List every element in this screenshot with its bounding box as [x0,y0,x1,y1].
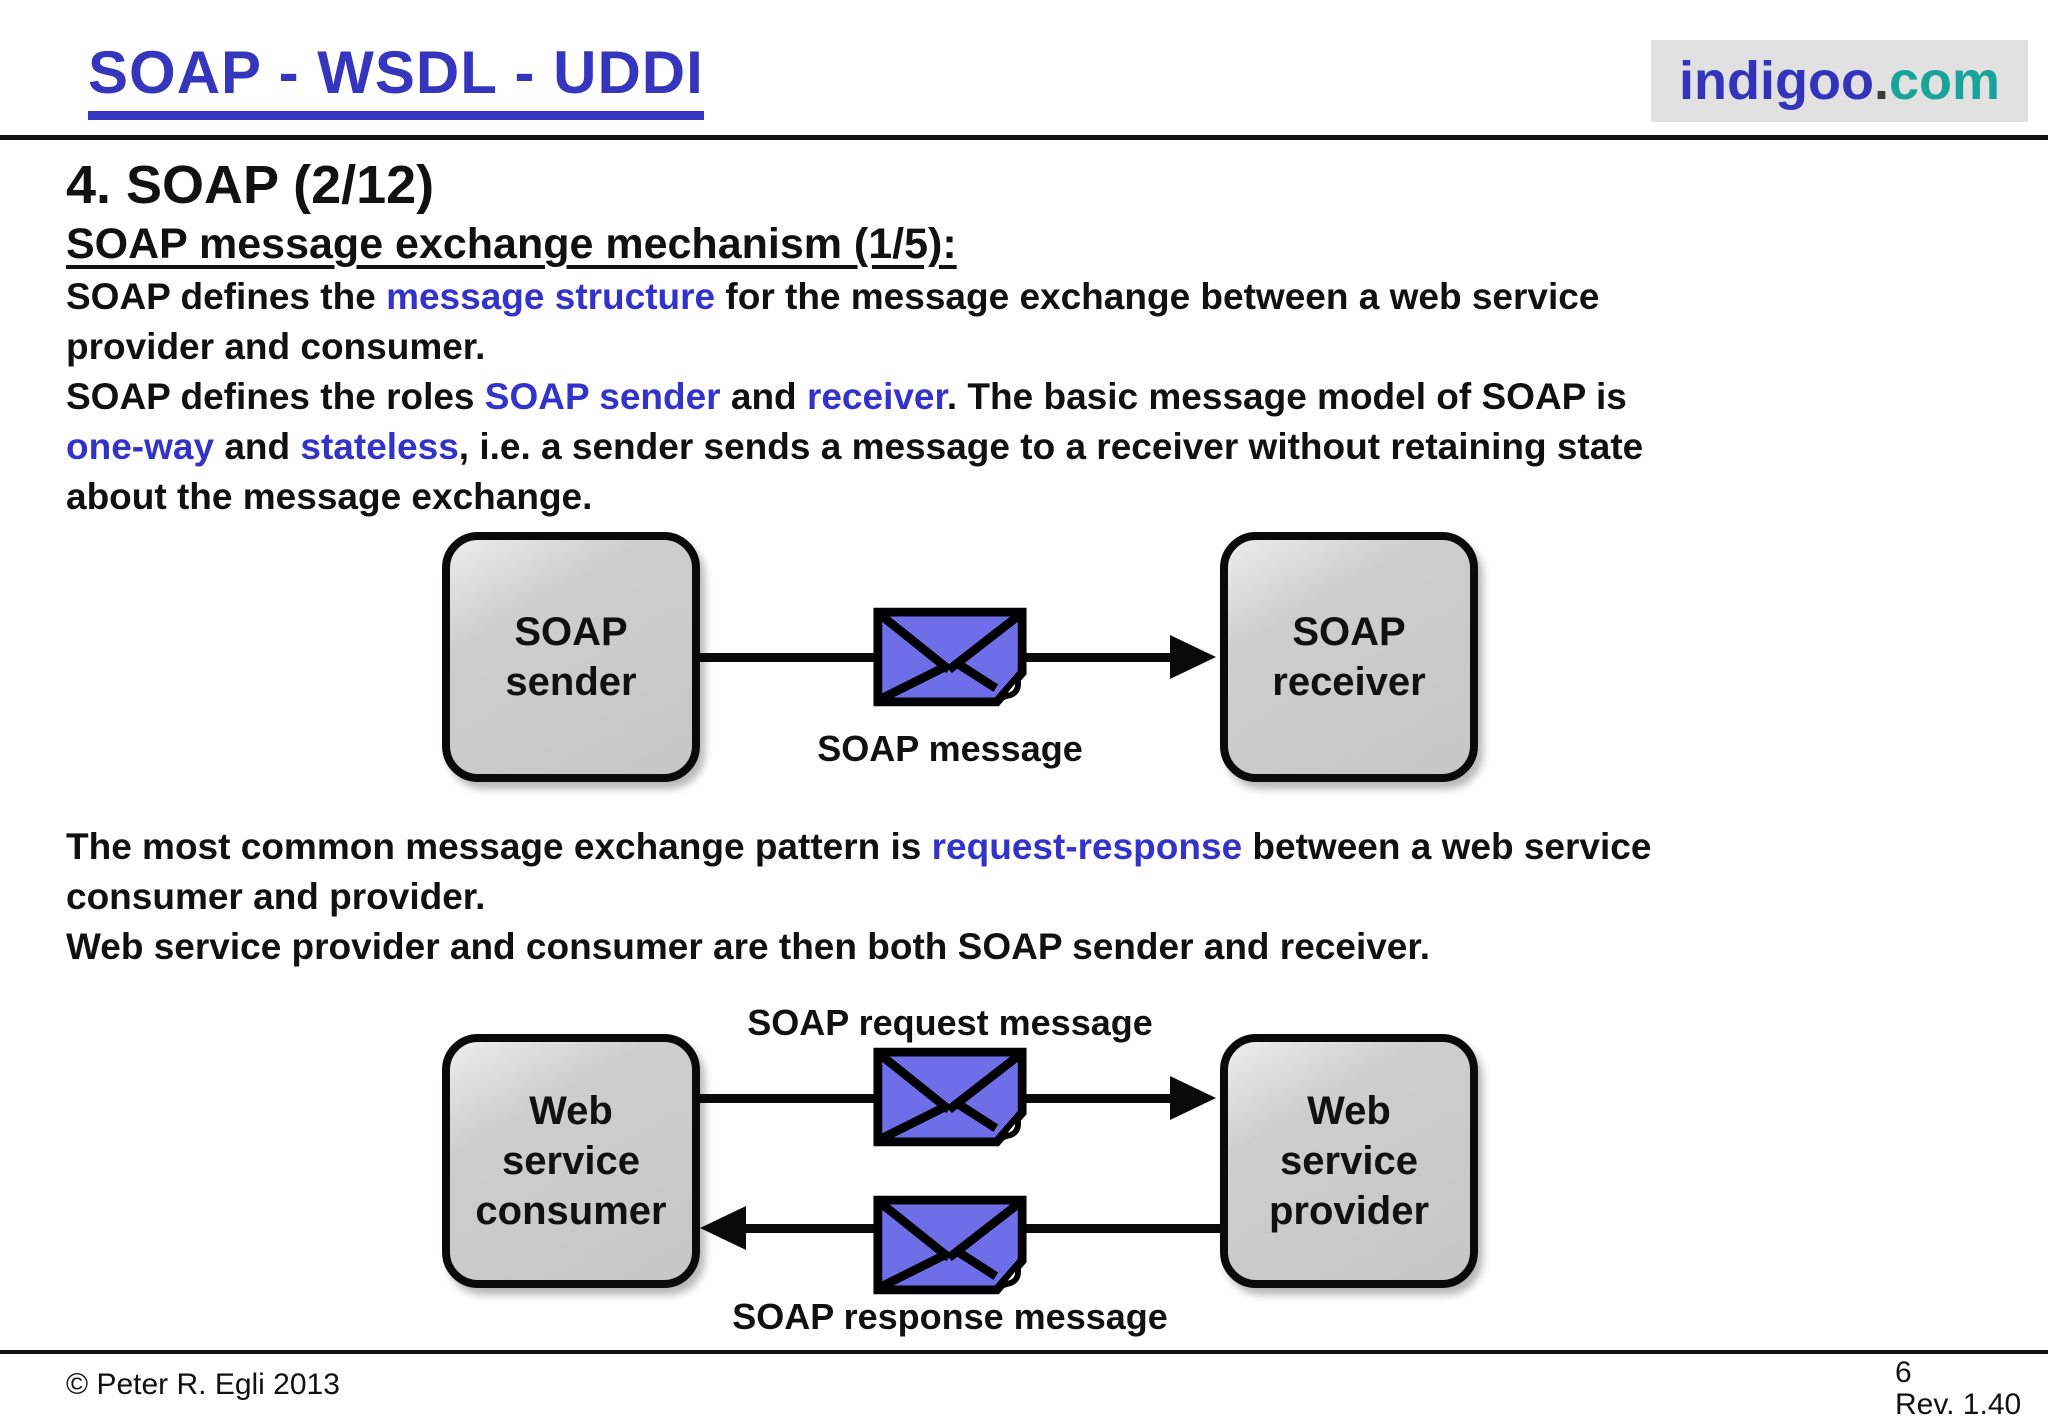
soap-receiver-label-line2: receiver [1272,660,1426,704]
provider-label-line2: service [1280,1139,1418,1183]
envelope-icon [872,606,1028,708]
soap-request-label: SOAP request message [747,1002,1153,1043]
soap-sender-box: SOAP sender [442,532,700,782]
soap-receiver-box: SOAP receiver [1220,532,1478,782]
consumer-label-line2: service [502,1139,640,1183]
slide-title-link[interactable]: SOAP - WSDL - UDDI [88,38,704,120]
response-arrow-head [700,1206,746,1250]
response-envelope-icon [872,1194,1028,1296]
provider-label-line3: provider [1268,1189,1430,1233]
logo-name: indigoo [1679,51,1874,111]
section-heading: 4. SOAP (2/12) [66,155,435,215]
request-arrow-head [1170,1076,1216,1120]
web-service-consumer-box: Web service consumer [442,1034,700,1288]
soap-sender-label-line2: sender [505,660,637,704]
message-arrow-head [1170,635,1216,679]
consumer-label-line1: Web [529,1089,613,1133]
header-divider [0,135,2048,140]
soap-sender-label-line1: SOAP [514,610,628,654]
logo-dot: . [1873,51,1889,111]
footer-revision: Rev. 1.40 [1895,1388,2022,1418]
footer-copyright: © Peter R. Egli 2013 [66,1368,340,1401]
footer-divider [0,1350,2048,1354]
paragraph-message-exchange: SOAP defines the message structure for t… [66,276,1644,517]
sub-heading: SOAP message exchange mechanism (1/5): [66,220,957,268]
paragraph-request-response: The most common message exchange pattern… [66,826,1652,967]
footer-page-number: 6 [1895,1356,1912,1389]
request-envelope-icon [872,1046,1028,1148]
soap-receiver-label-line1: SOAP [1292,610,1406,654]
logo-tld: com [1888,51,2000,111]
indigoo-logo[interactable]: indigoo.com [1651,40,2028,122]
provider-label-line1: Web [1307,1089,1391,1133]
soap-message-label: SOAP message [817,728,1083,769]
soap-response-label: SOAP response message [732,1296,1168,1337]
web-service-provider-box: Web service provider [1220,1034,1478,1288]
consumer-label-line3: consumer [475,1189,667,1233]
